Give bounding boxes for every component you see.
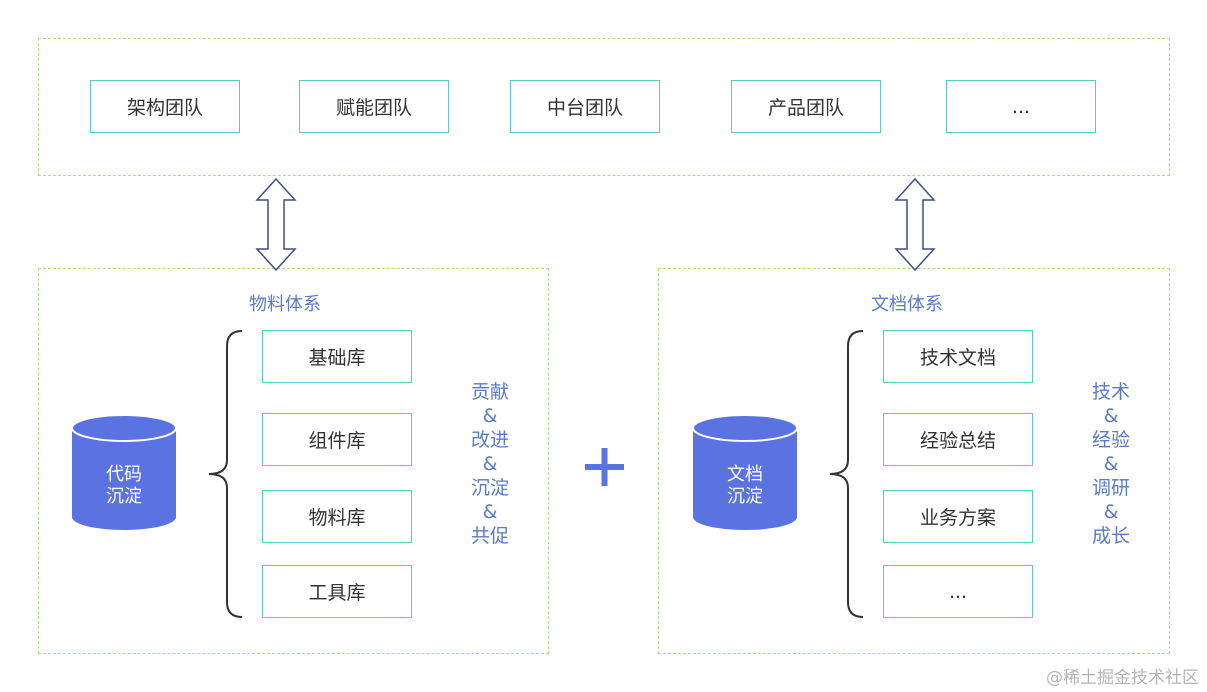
team-box-enablement: 赋能团队 — [299, 80, 449, 133]
material-side-3: & — [482, 453, 498, 475]
docs-side-0: 技术 — [1091, 381, 1130, 403]
docs-side-2: 经验 — [1091, 429, 1130, 451]
code-cylinder-icon — [71, 414, 177, 530]
material-side-1: & — [482, 405, 498, 427]
material-side-4: 沉淀 — [470, 477, 509, 499]
team-box-middle-platform: 中台团队 — [510, 80, 660, 133]
docs-brace-icon — [829, 330, 864, 618]
material-item-base-lib: 基础库 — [262, 330, 412, 383]
material-side-text: 贡献 & 改进 & 沉淀 & 共促 — [455, 380, 525, 548]
team-box-architecture: 架构团队 — [90, 80, 240, 133]
material-item-tool-lib: 工具库 — [262, 565, 412, 618]
docs-side-4: 调研 — [1091, 477, 1130, 499]
code-cylinder-label: 代码 沉淀 — [72, 464, 176, 508]
docs-cylinder-line-0: 文档 — [727, 464, 763, 485]
material-side-2: 改进 — [470, 429, 509, 451]
docs-cylinder-label: 文档 沉淀 — [693, 464, 797, 508]
code-cylinder-line-0: 代码 — [106, 464, 142, 485]
docs-side-1: & — [1103, 405, 1119, 427]
code-cylinder-line-1: 沉淀 — [106, 486, 142, 507]
docs-cylinder-icon — [692, 414, 798, 530]
plus-icon — [585, 448, 624, 486]
material-title: 物料体系 — [249, 294, 321, 315]
docs-side-text: 技术 & 经验 & 调研 & 成长 — [1076, 380, 1146, 548]
docs-title: 文档体系 — [871, 294, 943, 315]
material-group — [38, 268, 549, 654]
docs-cylinder-line-1: 沉淀 — [727, 486, 763, 507]
docs-item-tech-docs: 技术文档 — [883, 330, 1033, 383]
material-item-material-lib: 物料库 — [262, 490, 412, 543]
docs-side-3: & — [1103, 453, 1119, 475]
docs-side-6: 成长 — [1091, 525, 1130, 547]
team-box-product: 产品团队 — [731, 80, 881, 133]
team-box-more: ... — [946, 80, 1096, 133]
material-item-component-lib: 组件库 — [262, 413, 412, 466]
docs-item-experience: 经验总结 — [883, 413, 1033, 466]
docs-item-more: ... — [883, 565, 1033, 618]
watermark: @稀土掘金技术社区 — [1046, 668, 1199, 688]
left-double-arrow-icon — [255, 177, 297, 272]
teams-group — [38, 38, 1170, 176]
docs-item-business-plan: 业务方案 — [883, 490, 1033, 543]
material-side-6: 共促 — [470, 525, 509, 547]
material-side-5: & — [482, 501, 498, 523]
material-side-0: 贡献 — [470, 381, 509, 403]
material-brace-icon — [208, 330, 243, 618]
docs-side-5: & — [1103, 501, 1119, 523]
right-double-arrow-icon — [894, 177, 936, 272]
